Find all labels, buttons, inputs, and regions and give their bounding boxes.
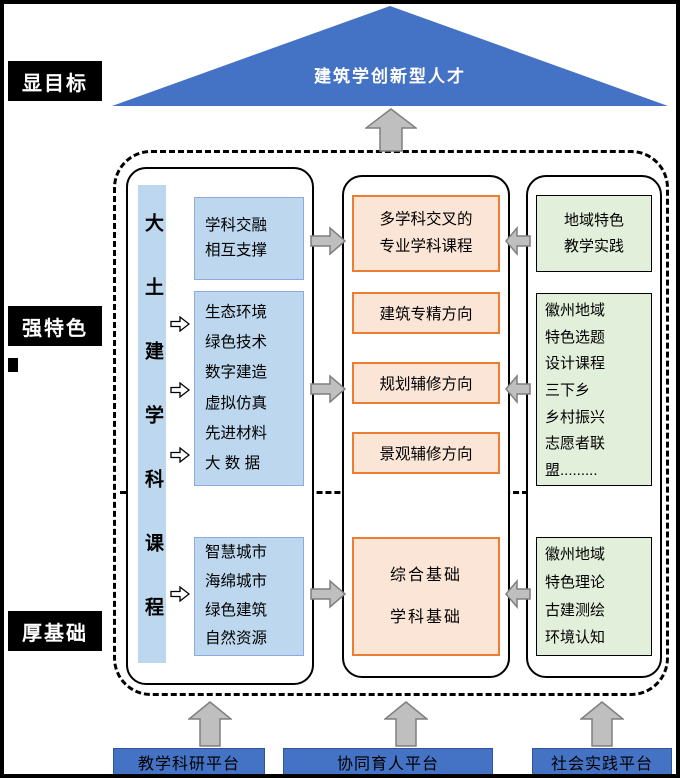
left-box-discipline-integration: 学科交融 相互支撑 xyxy=(194,197,304,280)
left-box-technologies: 生态环境 绿色技术 数字建造 虚拟仿真 先进材料 大 数 据 xyxy=(194,291,304,486)
hollow-right-arrow-icon xyxy=(170,585,191,603)
platform-up-arrow-icon xyxy=(578,701,626,747)
flow-left-arrow-icon xyxy=(505,373,531,405)
mid-box-architecture-track: 建筑专精方向 xyxy=(352,292,500,334)
goal-triangle xyxy=(112,6,668,106)
stage-label-feature: 强特色 xyxy=(8,306,102,346)
mid-box-planning-track: 规划辅修方向 xyxy=(352,362,500,404)
vertical-title-bar: 大土建学科课程 xyxy=(138,185,166,663)
flow-left-arrow-icon xyxy=(505,225,531,257)
mid-box-multidiscipline-courses: 多学科交叉的 专业学科课程 xyxy=(352,195,500,272)
platform-social-practice: 社会实践平台 xyxy=(532,748,672,774)
decorative-mark xyxy=(8,358,18,372)
hollow-right-arrow-icon xyxy=(170,446,191,464)
flow-right-arrow-icon xyxy=(310,226,347,256)
platform-teaching-research: 教学科研平台 xyxy=(113,748,265,774)
goal-label: 建筑学创新型人才 xyxy=(314,67,466,86)
right-box-huizhou-theory: 徽州地域 特色理论 古建测绘 环境认知 xyxy=(536,537,652,656)
mid-box-foundation-courses: 综合基础 学科基础 xyxy=(352,537,500,656)
right-box-huizhou-topics: 徽州地域 特色选题 设计课程 三下乡 乡村振兴 志愿者联 盟......... xyxy=(536,293,652,486)
stage-label-goal: 显目标 xyxy=(8,61,102,101)
hollow-right-arrow-icon xyxy=(170,315,191,333)
right-box-regional-practice: 地域特色 教学实践 xyxy=(536,195,652,272)
hollow-right-arrow-icon xyxy=(170,381,191,399)
platform-collaborative-education: 协同育人平台 xyxy=(283,748,493,774)
platform-up-arrow-icon xyxy=(382,701,430,747)
flow-left-arrow-icon xyxy=(505,578,531,610)
platform-up-arrow-icon xyxy=(186,701,234,747)
up-arrow-icon xyxy=(363,108,419,152)
stage-label-foundation: 厚基础 xyxy=(8,611,102,651)
mid-box-landscape-track: 景观辅修方向 xyxy=(352,432,500,474)
left-box-city-topics: 智慧城市 海绵城市 绿色建筑 自然资源 xyxy=(194,537,304,656)
flow-right-arrow-icon xyxy=(310,374,347,404)
flow-right-arrow-icon xyxy=(310,579,347,609)
